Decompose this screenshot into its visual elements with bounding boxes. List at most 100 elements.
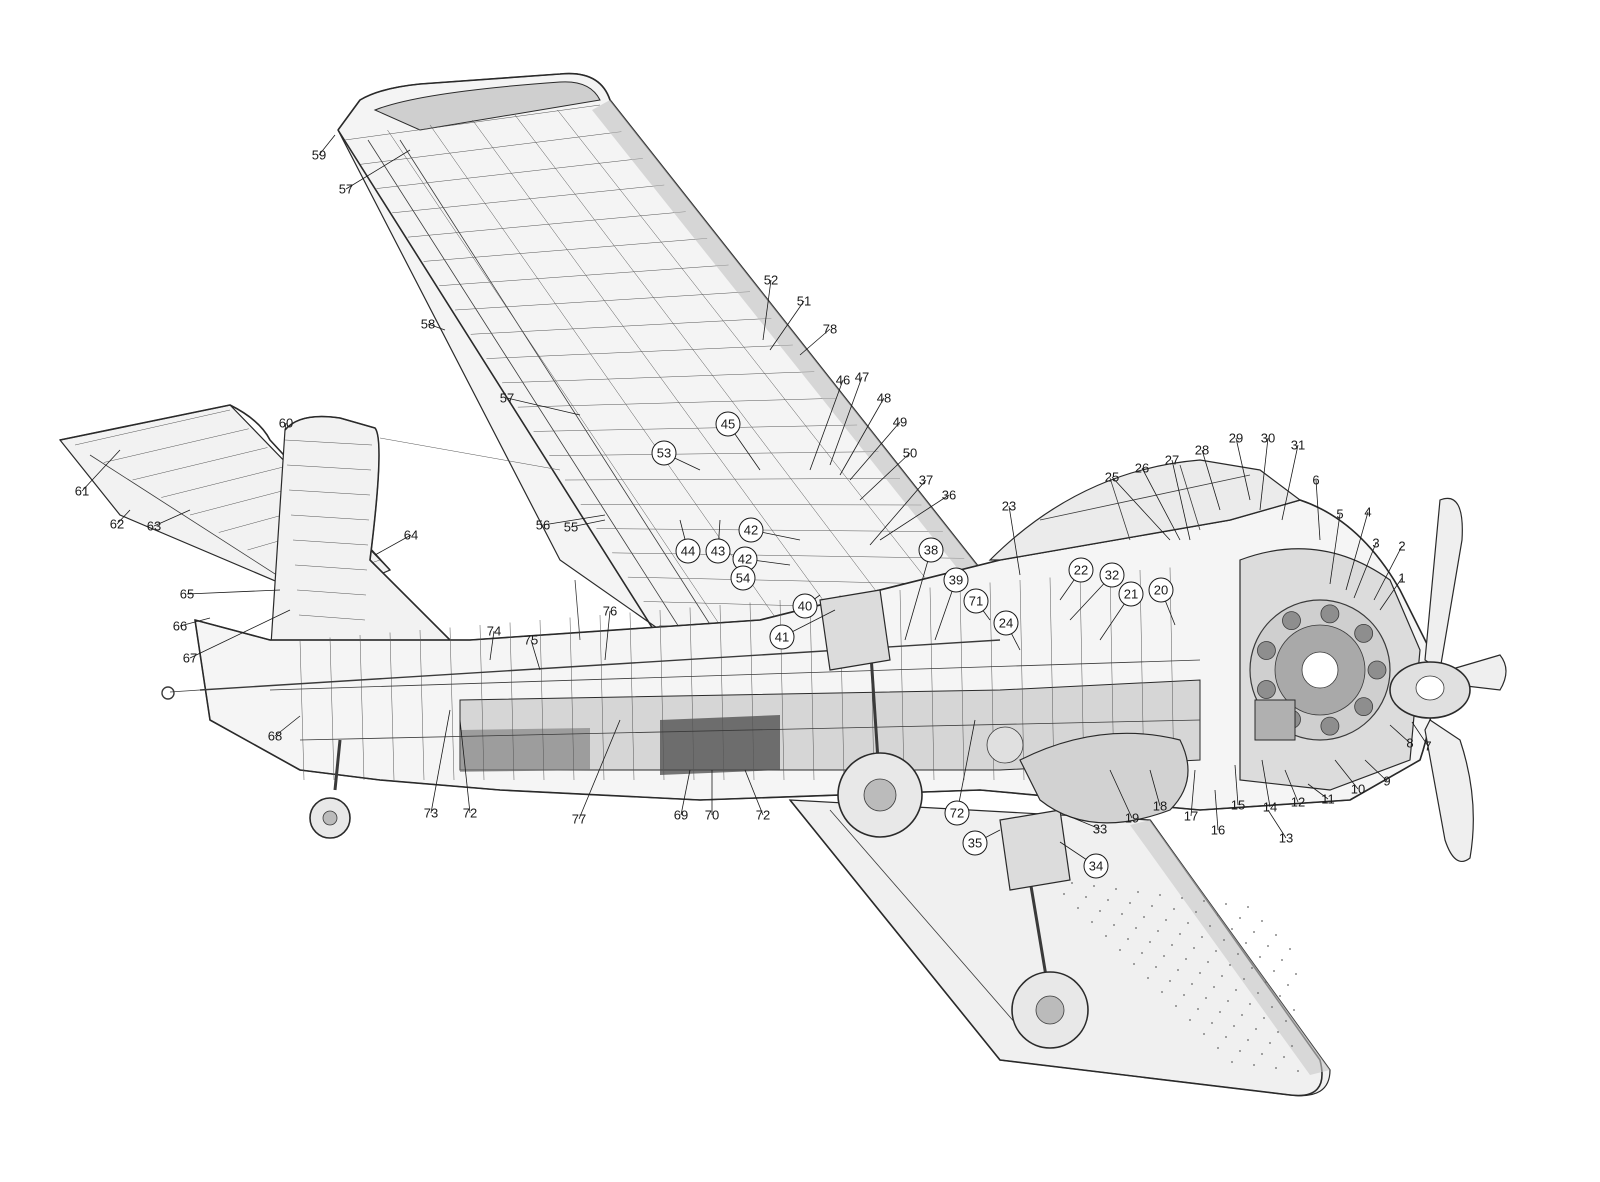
callout-60: 60 <box>279 416 293 431</box>
callout-leader <box>859 452 911 501</box>
callout-leader <box>1281 444 1299 521</box>
callout-leader <box>116 509 131 525</box>
callout-56: 56 <box>536 514 606 533</box>
callout-number: 48 <box>877 391 891 406</box>
callout-41: 41 <box>769 609 836 650</box>
callout-number: 62 <box>110 517 124 532</box>
callout-number: 1 <box>1398 571 1405 586</box>
callout-leader <box>1111 476 1171 541</box>
callout-number: 3 <box>1372 536 1379 551</box>
callout-54: 54 <box>730 565 756 591</box>
callout-24: 24 <box>993 610 1021 651</box>
lower-wing <box>788 799 1331 1097</box>
callout-leader <box>318 134 336 156</box>
callout-number: 25 <box>1105 470 1119 485</box>
callout-number: 32 <box>1105 568 1119 583</box>
callout-number: 75 <box>524 633 538 648</box>
callout-circle <box>1083 853 1109 879</box>
callout-leader <box>459 719 471 814</box>
callout-51: 51 <box>769 294 811 351</box>
callout-number: 7 <box>1424 739 1431 754</box>
callout-30: 30 <box>1259 431 1275 511</box>
callout-number: 69 <box>674 808 688 823</box>
callout-number: 26 <box>1135 461 1149 476</box>
callout-leader <box>489 630 495 661</box>
callout-circle <box>705 538 731 564</box>
callout-leader <box>1141 467 1181 541</box>
callout-leader <box>153 509 191 527</box>
callout-leader <box>1267 809 1287 839</box>
callout-number: 73 <box>424 806 438 821</box>
callout-19: 19 <box>1109 769 1139 826</box>
callout-leader <box>809 379 844 471</box>
callout-number: 12 <box>1291 795 1305 810</box>
callout-leader <box>956 719 976 814</box>
callout-leader <box>849 421 901 481</box>
callout-circle <box>962 830 988 856</box>
callout-circle <box>738 517 764 543</box>
callout-number: 15 <box>1231 798 1245 813</box>
callout-number: 54 <box>736 571 750 586</box>
callout-number: 71 <box>969 594 983 609</box>
callout-leader <box>1379 577 1403 611</box>
callout-circle <box>675 538 701 564</box>
callout-leader <box>1008 505 1021 576</box>
callout-11: 11 <box>1307 783 1335 807</box>
callout-leader <box>1334 759 1359 790</box>
callout-62: 62 <box>110 509 131 532</box>
callout-number: 76 <box>603 604 617 619</box>
antenna-wire <box>379 437 561 471</box>
callout-number: 16 <box>1211 823 1225 838</box>
callout-number: 66 <box>173 619 187 634</box>
callout-leader <box>1065 814 1101 830</box>
callout-circle <box>1068 557 1094 583</box>
callout-number: 21 <box>1124 587 1138 602</box>
callout-leader <box>530 639 541 671</box>
callout-leader <box>869 479 927 546</box>
callout-number: 6 <box>1312 473 1319 488</box>
callout-23: 23 <box>1002 499 1021 576</box>
callout-leader <box>1109 769 1133 819</box>
callout-number: 63 <box>147 519 161 534</box>
callout-16: 16 <box>1211 789 1225 838</box>
callout-39: 39 <box>934 567 969 641</box>
callout-71: 71 <box>963 588 991 621</box>
callout-leader <box>506 397 581 416</box>
callout-70: 70 <box>705 770 719 823</box>
callout-leader <box>179 617 211 627</box>
callout-57: 57 <box>500 391 581 416</box>
callout-55: 55 <box>564 520 606 535</box>
callout-73: 73 <box>424 709 451 821</box>
callout-number: 58 <box>421 317 435 332</box>
callout-35: 35 <box>962 829 1001 856</box>
callout-77: 77 <box>572 719 621 827</box>
callout-42: 42 <box>738 517 801 543</box>
callout-number: 19 <box>1125 811 1139 826</box>
callout-leader <box>186 589 281 595</box>
callout-20: 20 <box>1148 577 1176 626</box>
callout-7: 7 <box>1411 721 1432 754</box>
callout-72: 72 <box>744 769 770 823</box>
callout-leader <box>1315 479 1321 541</box>
callout-8: 8 <box>1389 724 1414 751</box>
callout-25: 25 <box>1105 470 1171 541</box>
callout-number: 45 <box>721 417 735 432</box>
callout-leader <box>904 549 932 641</box>
callout-34: 34 <box>1059 841 1109 879</box>
callout-27: 27 <box>1165 453 1191 541</box>
callout-number: 42 <box>744 523 758 538</box>
callout-10: 10 <box>1334 759 1365 797</box>
callout-leader <box>1389 724 1411 744</box>
callout-number: 34 <box>1089 859 1103 874</box>
callout-50: 50 <box>859 446 917 501</box>
callout-number: 60 <box>279 416 293 431</box>
callout-leader <box>1307 783 1329 800</box>
callout-number: 39 <box>949 573 963 588</box>
callout-leader <box>1261 759 1271 808</box>
callout-number: 11 <box>1321 792 1335 807</box>
callout-leader <box>1149 769 1161 807</box>
callout-number: 52 <box>764 273 778 288</box>
callout-number: 46 <box>836 373 850 388</box>
callout-labels: 1234567891011121314151617181920212223242… <box>75 134 1432 879</box>
callout-leader <box>284 422 287 431</box>
